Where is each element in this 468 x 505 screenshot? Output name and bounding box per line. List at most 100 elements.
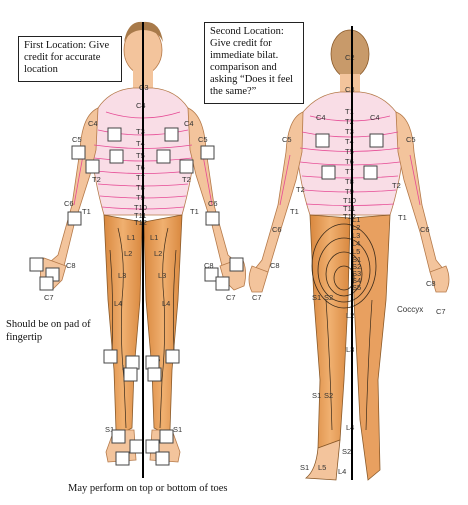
back-label-s2: S2 — [352, 262, 361, 271]
front-label-l2-left: L2 — [154, 249, 162, 258]
back-label-l4-foot: L4 — [338, 467, 346, 476]
test-point — [200, 145, 215, 160]
test-point — [321, 165, 336, 180]
back-label-l4: L4 — [352, 239, 360, 248]
back-label-t4: T4 — [345, 137, 354, 146]
back-label-t2-left: T2 — [392, 181, 401, 190]
back-label-t1-left: T1 — [398, 213, 407, 222]
test-point — [205, 211, 220, 226]
back-label-c2: C2 — [345, 53, 355, 62]
back-label-s1-heel: S1 — [300, 463, 309, 472]
front-labels: C3 C4 C4 C4 C5 C5 T2 T2 C6 C6 T1 T1 C8 C… — [44, 83, 236, 434]
second-location-note: Second Location: Give credit for immedia… — [204, 22, 304, 104]
test-point — [369, 133, 384, 148]
back-label-t10: T10 — [343, 196, 356, 205]
back-label-l3: L3 — [352, 231, 360, 240]
test-point — [363, 165, 378, 180]
front-label-s1-left: S1 — [173, 425, 182, 434]
back-label-s3: S3 — [352, 269, 361, 278]
test-point — [155, 451, 170, 466]
front-label-c8-right: C8 — [66, 261, 76, 270]
front-test-points — [29, 127, 244, 466]
test-point — [156, 149, 171, 164]
second-location-text: Second Location: Give credit for immedia… — [210, 26, 294, 97]
back-label-c7-left: C7 — [436, 307, 446, 316]
back-label-l2: L2 — [352, 223, 360, 232]
test-point — [204, 267, 219, 282]
first-location-text: First Location: Give credit for accurate… — [24, 40, 110, 75]
front-left-arm — [187, 107, 237, 267]
back-label-t12: T12 — [343, 212, 356, 221]
front-label-t9: T9 — [136, 193, 145, 202]
front-label-t10: T10 — [134, 203, 147, 212]
front-label-l1-left: L1 — [150, 233, 158, 242]
front-label-l1-right: L1 — [127, 233, 135, 242]
front-label-l3-right: L3 — [118, 271, 126, 280]
front-label-t12: T12 — [134, 218, 147, 227]
front-label-t2-right: T2 — [92, 175, 101, 184]
back-label-l4-ankle: L4 — [346, 423, 354, 432]
test-point — [111, 429, 126, 444]
front-label-t5: T5 — [136, 151, 145, 160]
front-leg-lines — [109, 227, 177, 429]
back-leg-lines — [325, 299, 373, 431]
back-label-c5-left: C5 — [406, 135, 416, 144]
front-label-l4-right: L4 — [114, 299, 122, 308]
front-label-t6: T6 — [136, 163, 145, 172]
front-label-l2-right: L2 — [124, 249, 132, 258]
test-point — [145, 439, 160, 454]
back-right-foot — [304, 439, 341, 481]
front-label-t7: T7 — [136, 173, 145, 182]
front-label-t1-left: T1 — [190, 207, 199, 216]
front-label-t4: T4 — [136, 139, 145, 148]
back-label-t8: T8 — [345, 177, 354, 186]
front-label-c7-left: C7 — [226, 293, 236, 302]
test-point — [71, 145, 86, 160]
back-label-t2-right: T2 — [296, 185, 305, 194]
back-label-c3: C3 — [345, 85, 355, 94]
fingertip-note: Should be on pad of fingertip — [6, 319, 91, 343]
front-label-c5-right: C5 — [72, 135, 82, 144]
test-point — [159, 429, 174, 444]
back-label-l5-ankle: L5 — [318, 463, 326, 472]
front-label-c7-right: C7 — [44, 293, 54, 302]
back-label-t5: T5 — [345, 147, 354, 156]
test-point — [129, 439, 144, 454]
back-label-t1-right: T1 — [290, 207, 299, 216]
test-point — [123, 367, 138, 382]
back-label-t7: T7 — [345, 167, 354, 176]
back-label-c4-right: C4 — [316, 113, 326, 122]
sacral-rings — [311, 223, 377, 309]
back-label-t11: T11 — [343, 204, 355, 213]
test-point — [315, 133, 330, 148]
test-point — [229, 257, 244, 272]
front-hair — [124, 21, 163, 42]
back-label-coccyx: Coccyx — [397, 305, 423, 314]
back-label-c4-left: C4 — [370, 113, 380, 122]
back-body — [248, 29, 450, 481]
back-label-l2-thigh: L2 — [346, 311, 354, 320]
back-right-hand — [248, 265, 269, 293]
back-left-arm — [395, 111, 445, 273]
first-location-note: First Location: Give credit for accurate… — [18, 36, 122, 82]
back-label-s2-calf: S2 — [324, 391, 333, 400]
test-point — [109, 149, 124, 164]
back-label-s5: S5 — [352, 283, 361, 292]
test-point — [125, 355, 140, 370]
back-label-c6-left: C6 — [420, 225, 430, 234]
back-label-l1: L1 — [352, 215, 360, 224]
back-label-c5-right: C5 — [282, 135, 292, 144]
test-point — [115, 451, 130, 466]
back-label-c7: C7 — [252, 293, 262, 302]
front-right-leg — [103, 214, 143, 433]
front-right-arm — [49, 107, 99, 267]
front-label-s1-right: S1 — [105, 425, 114, 434]
front-label-t1-right: T1 — [82, 207, 91, 216]
back-label-t2: T2 — [345, 117, 354, 126]
back-label-s2-hip: S2 — [324, 293, 333, 302]
test-point — [164, 127, 179, 142]
back-label-c8-left: C8 — [426, 279, 436, 288]
back-neck — [340, 74, 360, 94]
test-point — [147, 367, 162, 382]
back-label-l5: L5 — [352, 247, 360, 256]
